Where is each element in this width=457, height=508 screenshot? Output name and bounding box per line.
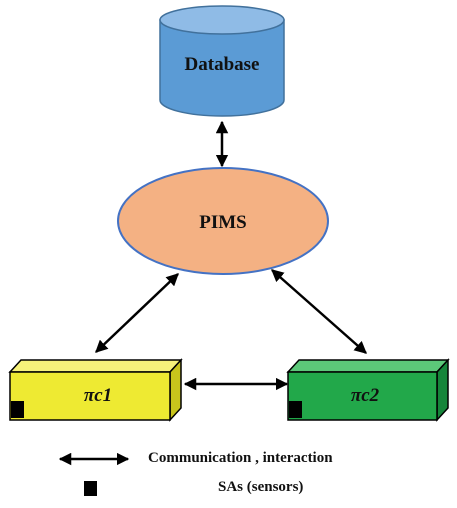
database-body <box>159 19 285 117</box>
database-cylinder: Database <box>159 5 285 117</box>
pims-node: PIMS <box>117 167 329 275</box>
pims-ellipse <box>117 167 329 275</box>
pims-label: PIMS <box>199 212 247 233</box>
database-label: Database <box>185 54 260 75</box>
pc1-node: πc1 <box>8 358 183 422</box>
legend-sensor-label: SAs (sensors) <box>218 479 304 495</box>
pc1-front-face <box>9 371 171 421</box>
pc1-top-face <box>8 359 183 373</box>
pc2-label: πc2 <box>351 385 380 406</box>
pc2-front-face <box>287 371 438 421</box>
arrow-pims-pc1 <box>95 273 179 353</box>
arrow-pims-pc2 <box>271 269 367 354</box>
pc1-sensor <box>11 401 24 418</box>
legend-arrow-label: Communication , interaction <box>148 450 333 466</box>
pc2-sensor <box>289 401 302 418</box>
legend-sensor-icon <box>84 481 97 496</box>
pc1-label: πc1 <box>84 385 112 406</box>
pc2-node: πc2 <box>286 358 450 422</box>
database-top <box>159 5 285 35</box>
pc2-top-face <box>286 359 450 373</box>
